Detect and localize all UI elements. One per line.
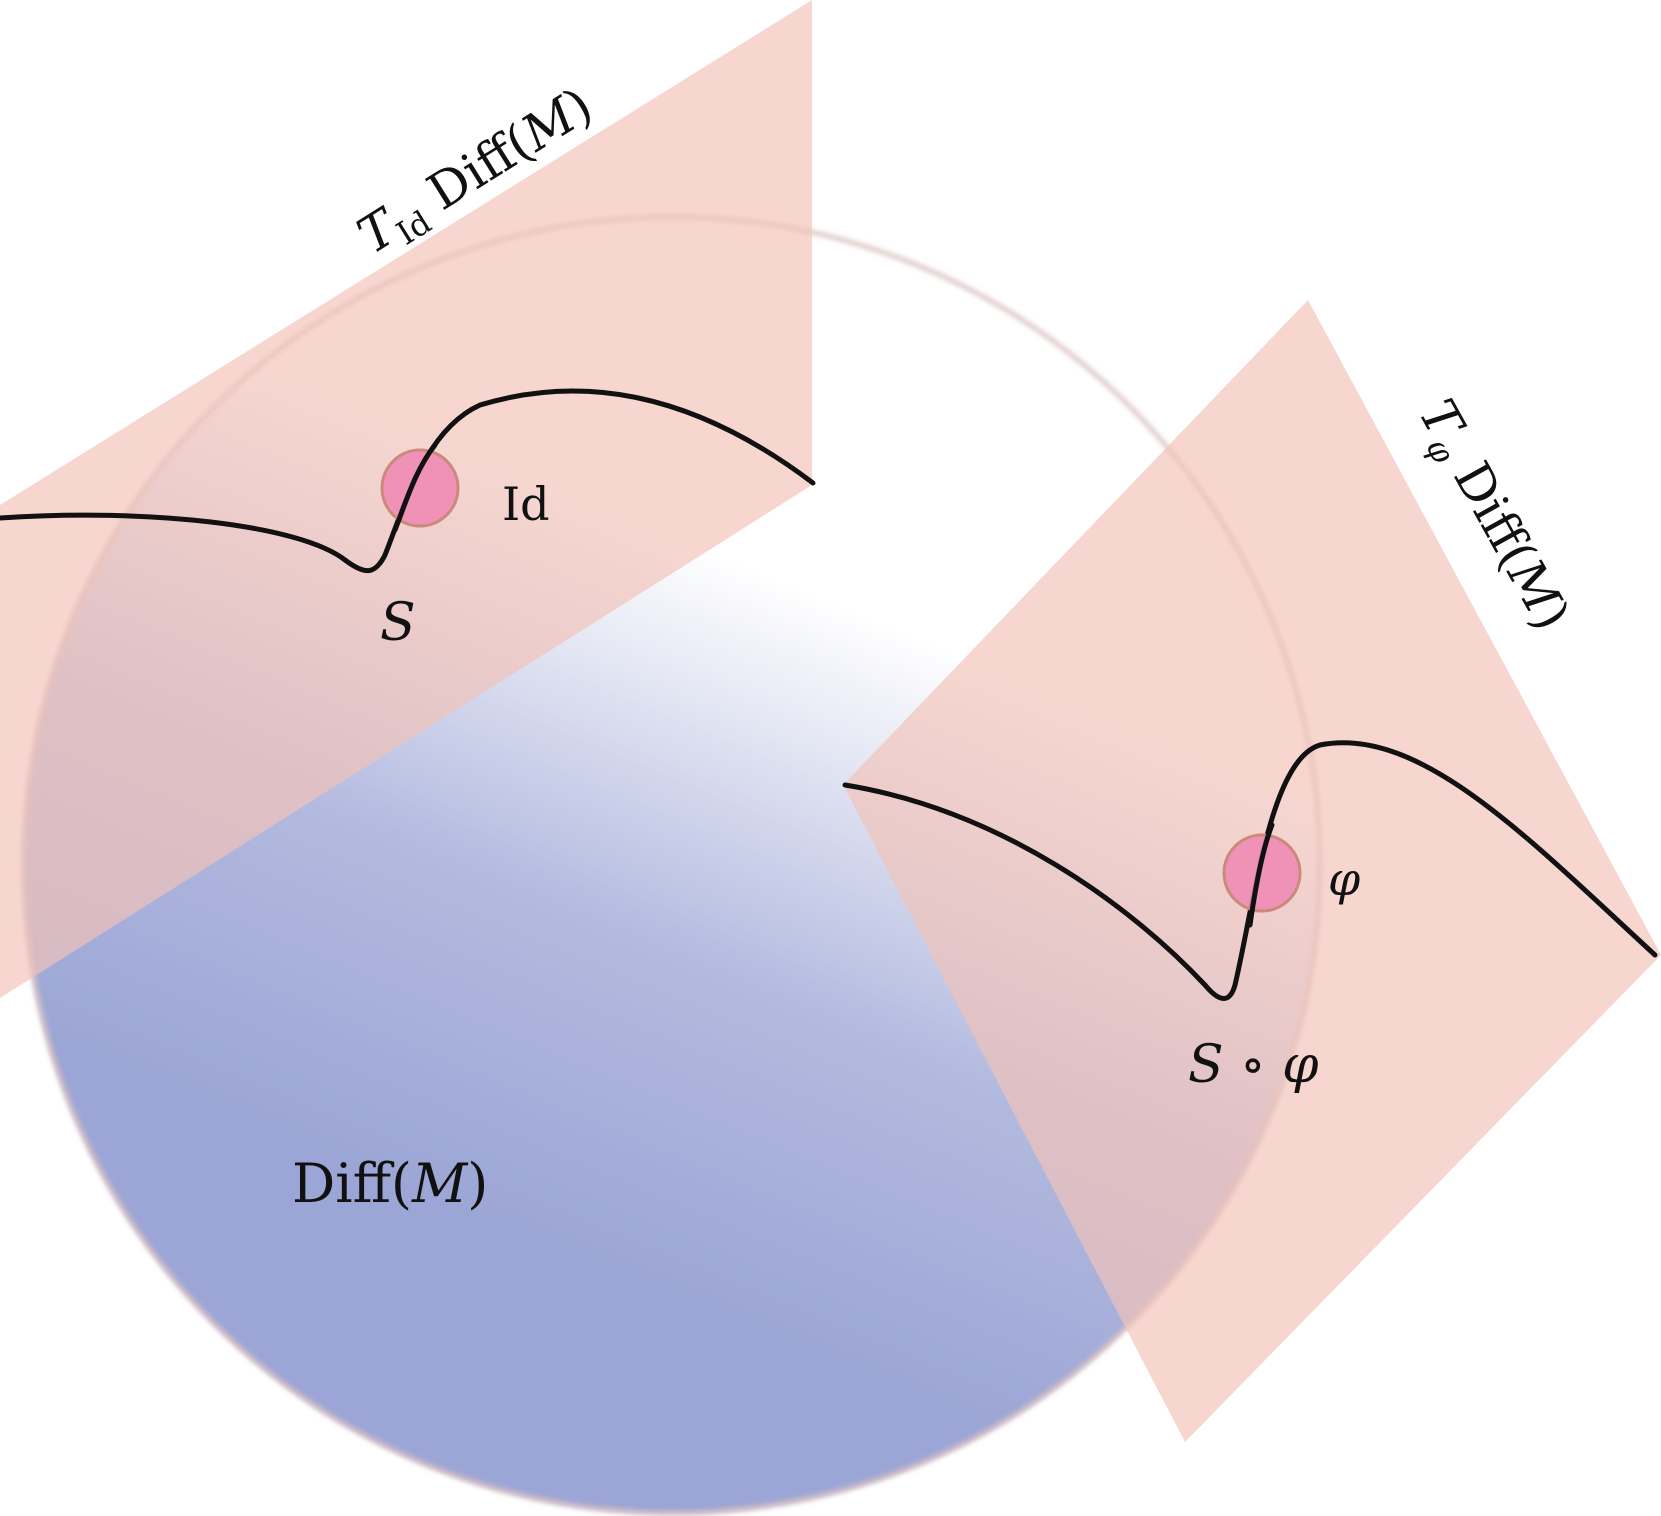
- point-phi-label: φ: [1328, 852, 1361, 906]
- curve-s-phi-rest: ∘ φ: [1224, 1035, 1320, 1095]
- curve-s-phi-S: S: [1188, 1035, 1224, 1095]
- curve-s-overlap: [392, 442, 438, 533]
- curve-s-phi: [842, 740, 1658, 1001]
- curve-s-phi-label: S ∘ φ: [1188, 1035, 1319, 1095]
- tangent-phi-diff: Diff(: [1435, 438, 1547, 577]
- manifold-label-prefix: Diff(: [292, 1152, 412, 1215]
- curve-s-phi-overlap: [1247, 822, 1275, 928]
- point-id: [380, 448, 460, 528]
- manifold-label-var: M: [411, 1152, 469, 1215]
- curve-s-label: S: [380, 593, 416, 653]
- point-id-label: Id: [502, 477, 550, 531]
- manifold-label-suffix: ): [467, 1152, 488, 1215]
- point-phi: [1222, 833, 1302, 913]
- tangent-plane-phi: φ S ∘ φ Tφ Diff(M): [842, 300, 1661, 1442]
- manifold-label: Diff(M): [292, 1152, 488, 1215]
